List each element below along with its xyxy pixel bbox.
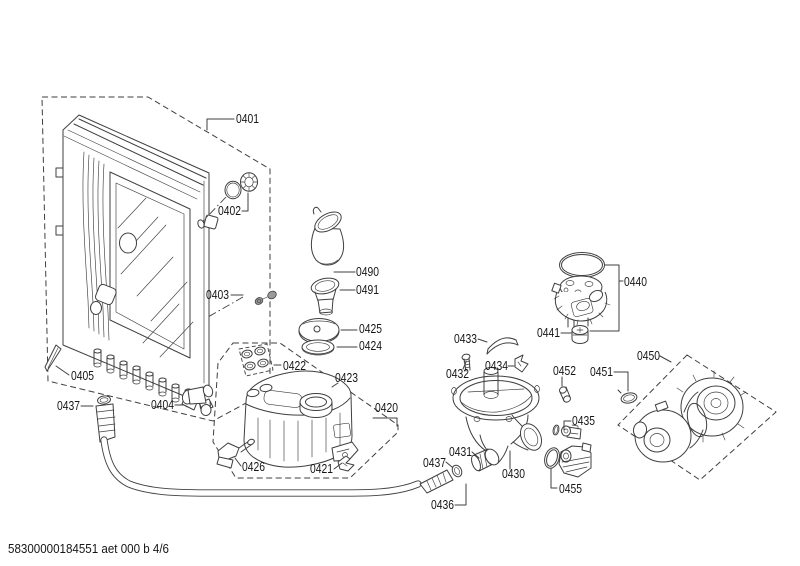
fill-valve-0426 bbox=[216, 438, 255, 469]
part-label-0434: 0434 bbox=[485, 358, 508, 373]
pointer-lines bbox=[202, 196, 244, 318]
part-label-0435: 0435 bbox=[572, 413, 595, 428]
part-label-0441: 0441 bbox=[537, 325, 560, 340]
part-label-0491: 0491 bbox=[356, 282, 379, 297]
door-latch bbox=[203, 214, 219, 230]
drain-pump-0455 bbox=[544, 442, 592, 478]
part-label-0420: 0420 bbox=[375, 400, 398, 415]
sump-assembly-0430 bbox=[451, 367, 543, 466]
part-label-0426: 0426 bbox=[242, 459, 265, 474]
part-label-0422: 0422 bbox=[283, 358, 306, 373]
part-label-0402: 0402 bbox=[218, 203, 241, 218]
strip-0405 bbox=[44, 344, 62, 372]
softener-tank bbox=[243, 370, 359, 468]
part-label-0425: 0425 bbox=[359, 321, 382, 336]
leader-lines bbox=[55, 118, 672, 506]
part-label-0432: 0432 bbox=[446, 366, 469, 381]
part-label-0451: 0451 bbox=[590, 364, 613, 379]
part-label-0405: 0405 bbox=[71, 368, 94, 383]
part-label-0450: 0450 bbox=[637, 348, 660, 363]
part-label-0436: 0436 bbox=[431, 497, 454, 512]
seal-rings-0402 bbox=[224, 172, 258, 200]
part-label-0404: 0404 bbox=[151, 397, 174, 412]
softener-assembly-0420 bbox=[216, 346, 359, 472]
hose-fitting-0437-bottom bbox=[419, 464, 463, 494]
part-number-labels: 0401 0402 0403 0404 0405 0437 0490 0491 … bbox=[57, 111, 660, 512]
document-code: 58300000184551 aet 000 b 4/6 bbox=[8, 542, 169, 556]
funnel-insert-0491 bbox=[310, 277, 340, 316]
part-label-0440: 0440 bbox=[624, 274, 647, 289]
part-label-0455: 0455 bbox=[559, 481, 582, 496]
drain-valve-0404 bbox=[181, 384, 214, 416]
pump-group-border-0450 bbox=[617, 354, 777, 481]
screws-0403 bbox=[254, 290, 277, 305]
tub-assembly-0401 bbox=[55, 114, 219, 412]
salt-cap-0425 bbox=[298, 318, 340, 343]
bracket-0452 bbox=[558, 386, 572, 403]
cap-seal-0424 bbox=[301, 339, 335, 356]
hose-connector-0437-left bbox=[95, 395, 116, 443]
clip-0434 bbox=[514, 354, 529, 373]
part-label-0430: 0430 bbox=[502, 466, 525, 481]
curved-strip-0433 bbox=[486, 337, 519, 355]
part-label-0452: 0452 bbox=[553, 363, 576, 378]
clamp-0451 bbox=[617, 389, 638, 404]
cap-set-0422 bbox=[241, 346, 269, 371]
clip-0421 bbox=[337, 455, 355, 472]
part-label-0490: 0490 bbox=[356, 264, 379, 279]
part-label-0424: 0424 bbox=[359, 338, 382, 353]
part-label-0437-bottom: 0437 bbox=[423, 455, 446, 470]
drain-hose-0436 bbox=[100, 436, 463, 497]
fill-funnel-0490 bbox=[310, 206, 345, 266]
part-label-0401: 0401 bbox=[236, 111, 259, 126]
caps-group-border-0422 bbox=[238, 343, 274, 377]
part-label-0433: 0433 bbox=[454, 331, 477, 346]
circulation-pump-0450 bbox=[632, 370, 747, 463]
part-label-0431: 0431 bbox=[449, 444, 472, 459]
part-label-0421: 0421 bbox=[310, 461, 333, 476]
heater-pump-0440 bbox=[551, 252, 611, 334]
tub-hole bbox=[119, 232, 137, 254]
check-valve-0441 bbox=[571, 325, 589, 344]
part-label-0437-left: 0437 bbox=[57, 398, 80, 413]
part-label-0423: 0423 bbox=[335, 370, 358, 385]
part-label-0403: 0403 bbox=[206, 287, 229, 302]
